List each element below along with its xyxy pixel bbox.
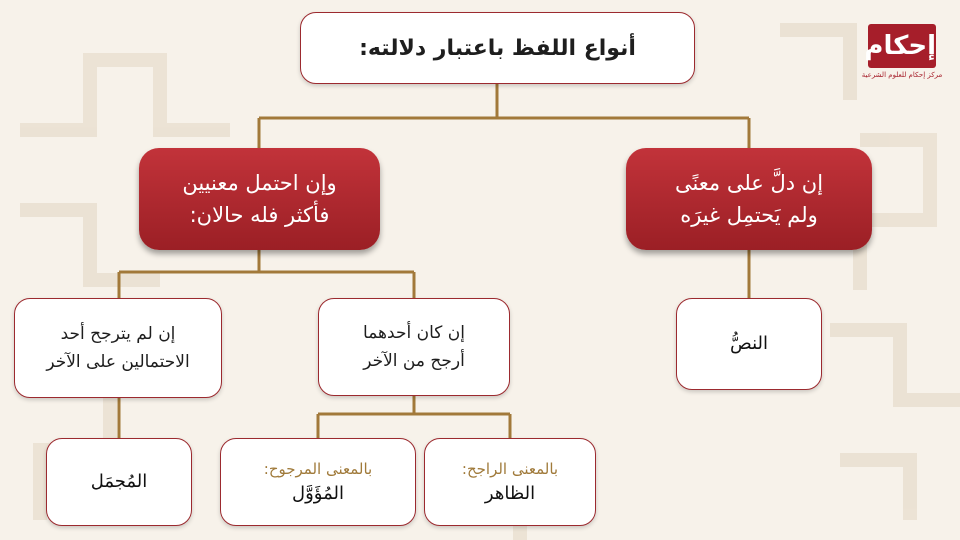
logo-mark: إحكام: [864, 24, 936, 68]
title-box: أنواع اللفظ باعتبار دلالته:: [300, 12, 695, 84]
case-equal-line2: الاحتمالين على الآخر: [46, 352, 190, 372]
case-equal-box: إن لم يترجح أحد الاحتمالين على الآخر: [14, 298, 222, 398]
brand-logo: إحكام مركز إحكام للعلوم الشرعية: [862, 24, 942, 92]
case-preferred-box: إن كان أحدهما أرجح من الآخر: [318, 298, 510, 396]
muawwal-box: بالمعنى المرجوح: المُؤَوَّل: [220, 438, 416, 526]
zahir-box: بالمعنى الراجح: الظاهر: [424, 438, 596, 526]
zahir-label: بالمعنى الراجح:: [461, 460, 559, 478]
logo-subtitle: مركز إحكام للعلوم الشرعية: [861, 71, 943, 79]
muawwal-term: المُؤَوَّل: [292, 483, 344, 504]
case-preferred-line1: إن كان أحدهما: [363, 323, 465, 343]
branch-right-line2: ولم يَحتمِل غيرَه: [680, 203, 818, 227]
branch-left-line2: فأكثر فله حالان:: [189, 203, 330, 227]
branch-multiple-meanings: وإن احتمل معنيين فأكثر فله حالان:: [139, 148, 380, 250]
mujmal-box: المُجمَل: [46, 438, 192, 526]
nass-box: النصُّ: [676, 298, 822, 390]
mujmal-term: المُجمَل: [90, 471, 148, 492]
case-equal-line1: إن لم يترجح أحد: [60, 324, 176, 344]
zahir-term: الظاهر: [484, 483, 536, 504]
case-preferred-line2: أرجح من الآخر: [363, 351, 465, 371]
branch-left-line1: وإن احتمل معنيين: [182, 171, 337, 195]
diagram-title: أنواع اللفظ باعتبار دلالته:: [359, 35, 636, 61]
muawwal-label: بالمعنى المرجوح:: [263, 460, 373, 478]
branch-single-meaning: إن دلَّ على معنًى ولم يَحتمِل غيرَه: [626, 148, 872, 250]
branch-right-line1: إن دلَّ على معنًى: [674, 171, 824, 195]
nass-term: النصُّ: [730, 333, 768, 354]
